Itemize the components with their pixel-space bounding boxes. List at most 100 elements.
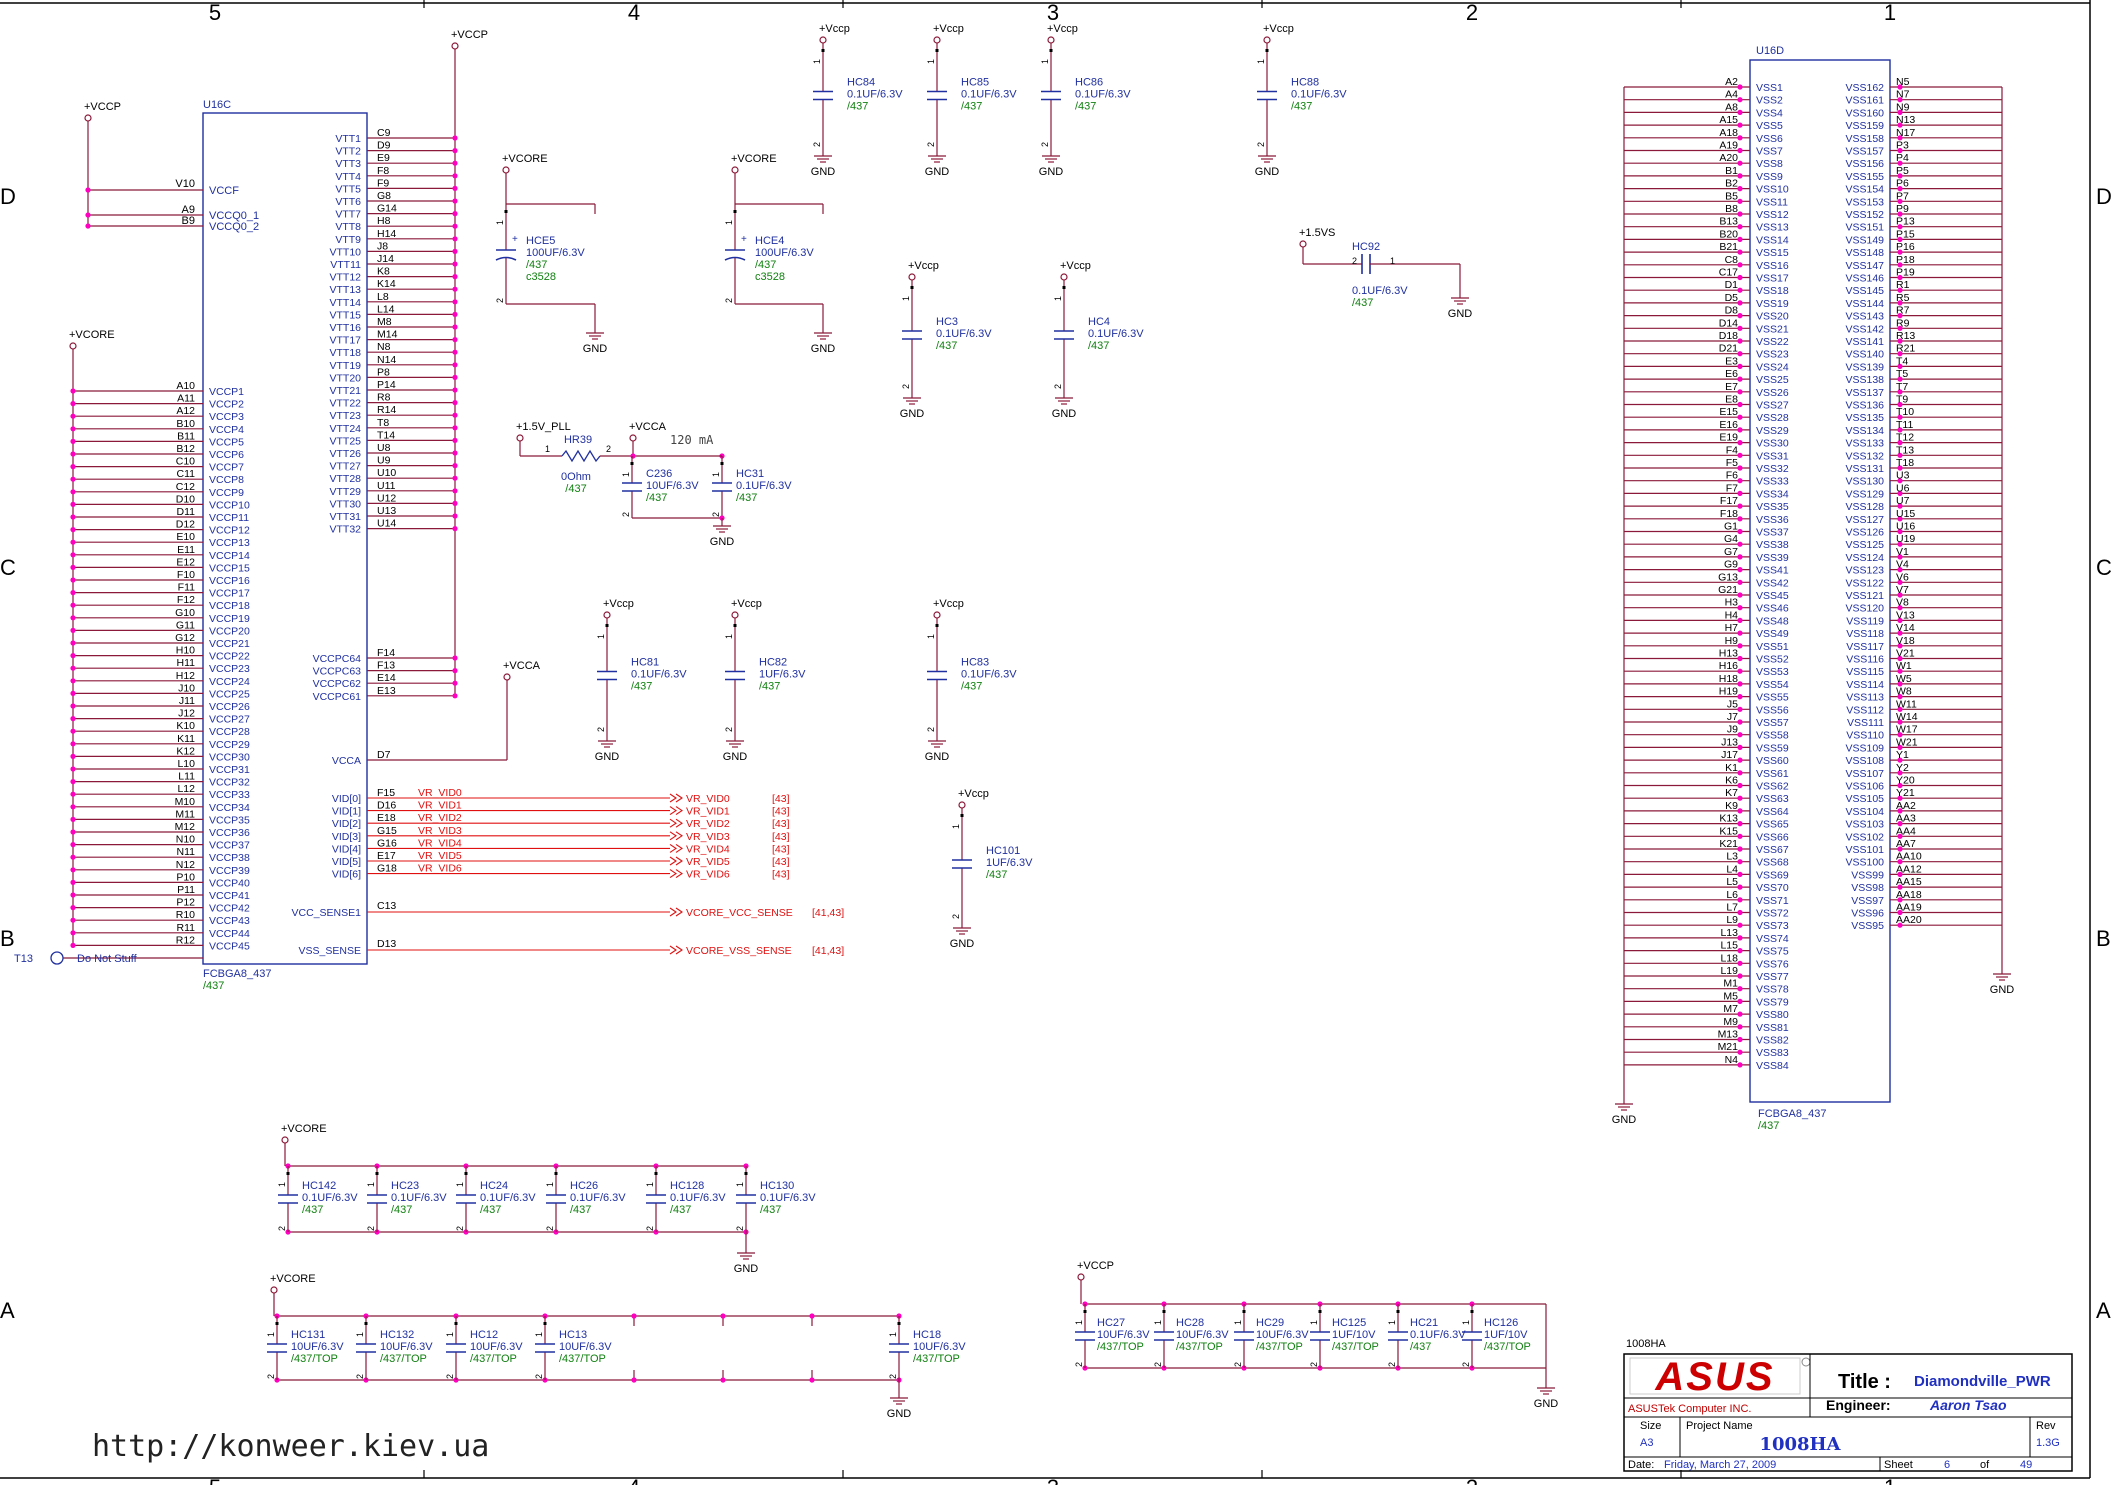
pin-name: VSS129	[1845, 488, 1884, 500]
zone-row-label: C	[2096, 555, 2112, 580]
pin-label: P15	[1896, 228, 1915, 240]
junction-dot	[452, 274, 458, 280]
cap-value: 0.1UF/6.3V	[302, 1192, 358, 1204]
pin-name: VSS147	[1845, 260, 1884, 272]
pin-name: VSS113	[1846, 692, 1884, 704]
pin-name: VCCP34	[209, 802, 250, 814]
pin-label: AA3	[1896, 813, 1916, 825]
junction-dot	[70, 401, 76, 407]
cap-sub: /437/TOP	[291, 1353, 338, 1365]
pin-name: VTT2	[335, 146, 361, 158]
pin-name: VSS137	[1845, 387, 1884, 399]
junction-dot	[1737, 732, 1743, 738]
pin-label: R8	[377, 392, 391, 404]
size-value: A3	[1640, 1437, 1653, 1449]
pin-label: N13	[1896, 114, 1915, 126]
junction-dot	[1737, 782, 1743, 789]
junction-dot	[1897, 833, 1903, 839]
pin-number: 1	[812, 59, 822, 64]
pin-label: K11	[177, 733, 195, 745]
pin-number: 2	[901, 384, 911, 389]
date-value: Friday, March 27, 2009	[1664, 1459, 1776, 1471]
pin-name: VSS143	[1845, 311, 1884, 323]
junction-dot	[1897, 287, 1903, 293]
pin-label: J12	[178, 708, 195, 720]
junction-dot	[70, 451, 76, 457]
pin-label: N4	[1725, 1054, 1739, 1066]
pin-label: L19	[1720, 965, 1738, 977]
junction-dot	[1897, 795, 1903, 801]
zone-row-label: B	[0, 926, 15, 951]
pin-label: N12	[176, 859, 195, 871]
pin-label: D21	[1719, 343, 1738, 355]
pin-name: VSS120	[1845, 603, 1884, 615]
pin-name: VCCP2	[209, 399, 244, 411]
pin-label: B5	[1725, 190, 1738, 202]
junction-dot	[70, 388, 76, 394]
pin-name: VSS103	[1845, 819, 1884, 831]
ground-symbol: GND	[925, 733, 949, 763]
cap-value: 10UF/6.3V	[1097, 1329, 1150, 1341]
u16d-ref: U16D	[1756, 45, 1784, 57]
junction-dot	[1897, 363, 1903, 369]
junction-dot	[452, 488, 458, 494]
junction-dot	[1737, 1062, 1743, 1068]
zone-col-label: 4	[628, 0, 640, 25]
junction-dot	[1897, 160, 1903, 166]
pin-label: G14	[377, 203, 397, 215]
gnd-label: GND	[1448, 308, 1473, 320]
ground-symbol: GND	[811, 325, 835, 355]
pin-label: B2	[1725, 178, 1738, 190]
cap-sub: /437	[736, 492, 757, 504]
pin-label: AA7	[1896, 838, 1916, 850]
pin-label: R1	[1896, 279, 1910, 291]
net-label: VR_VID5	[418, 850, 462, 862]
pin-label: U16	[1896, 521, 1915, 533]
pin-name: VSS14	[1756, 234, 1789, 246]
junction-dot	[70, 501, 76, 507]
junction-dot	[1897, 744, 1903, 751]
pin-label: K10	[176, 720, 195, 732]
pin-name: VTT23	[329, 410, 361, 422]
ground-symbol: GND	[734, 1245, 759, 1275]
pin-label: H10	[176, 645, 195, 657]
pin-name: VSS97	[1851, 895, 1884, 907]
pin-label: V1	[1896, 546, 1909, 558]
power-port-label: +Vccp	[731, 598, 762, 610]
cap-sub: /437	[670, 1204, 691, 1216]
junction-dot	[1897, 147, 1903, 154]
pin-mark	[464, 1172, 468, 1175]
pin-label: L11	[178, 771, 195, 783]
junction-dot	[1737, 135, 1743, 141]
pin-number: 1	[735, 1182, 745, 1187]
junction-dot	[1737, 986, 1743, 992]
junction-dot	[1897, 211, 1903, 217]
pin-name: VSS102	[1845, 831, 1884, 843]
junction-dot	[452, 412, 458, 418]
junction-dot	[1737, 338, 1743, 344]
pin-name: VTT26	[329, 448, 361, 460]
pin-number: 1	[596, 634, 606, 639]
pin-number: 2	[926, 727, 936, 732]
project-name: 1008HA	[1759, 1434, 1841, 1455]
pin-label: E12	[176, 556, 195, 568]
junction-dot	[1737, 630, 1743, 636]
u16c-body	[202, 112, 368, 965]
cap-ref: HC86	[1075, 77, 1103, 89]
pin-label: B10	[176, 418, 195, 430]
pin-name: VTT14	[329, 297, 361, 309]
gnd-label: GND	[1990, 984, 2015, 996]
project-label: Project Name	[1686, 1420, 1753, 1432]
gnd-label: GND	[734, 1263, 759, 1275]
pin-name: VCCP10	[209, 499, 250, 511]
junction-dot	[809, 1377, 815, 1383]
pin-number: 2	[277, 1226, 287, 1231]
pin-number: 2	[455, 1226, 465, 1231]
pin-number: 2	[1387, 1362, 1397, 1367]
